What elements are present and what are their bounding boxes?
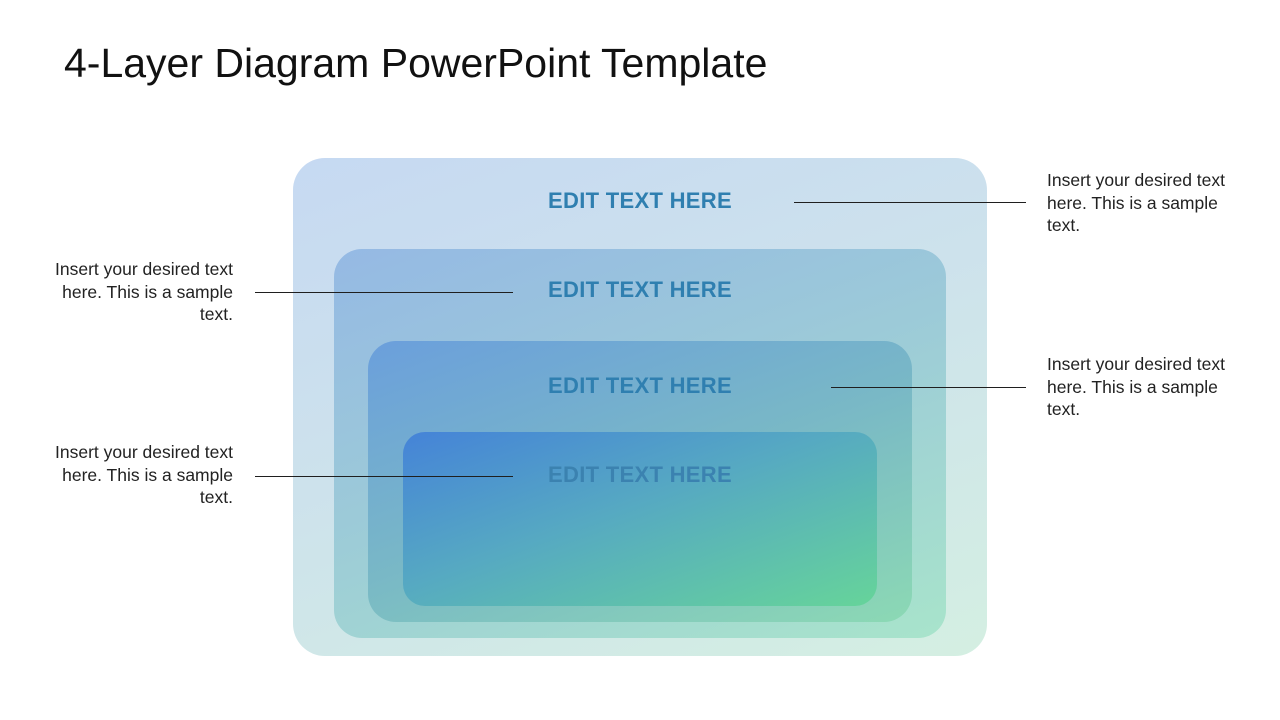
slide-title: 4-Layer Diagram PowerPoint Template [64, 40, 768, 86]
layer-4-label[interactable]: EDIT TEXT HERE [548, 462, 732, 487]
layer-3-label[interactable]: EDIT TEXT HERE [548, 373, 732, 398]
note-layer-2[interactable]: Insert your desired text here. This is a… [55, 259, 233, 324]
layer-2-label[interactable]: EDIT TEXT HERE [548, 277, 732, 302]
connector-line-layer-1 [794, 202, 1026, 203]
layer-1-label[interactable]: EDIT TEXT HERE [548, 188, 732, 213]
connector-line-layer-2 [255, 292, 513, 293]
connector-line-layer-4 [255, 476, 513, 477]
layer-4-inner: EDIT TEXT HERE [403, 432, 877, 606]
connector-line-layer-3 [831, 387, 1026, 388]
note-layer-4[interactable]: Insert your desired text here. This is a… [55, 442, 233, 507]
note-layer-3[interactable]: Insert your desired text here. This is a… [1047, 354, 1225, 419]
note-layer-1[interactable]: Insert your desired text here. This is a… [1047, 170, 1225, 235]
